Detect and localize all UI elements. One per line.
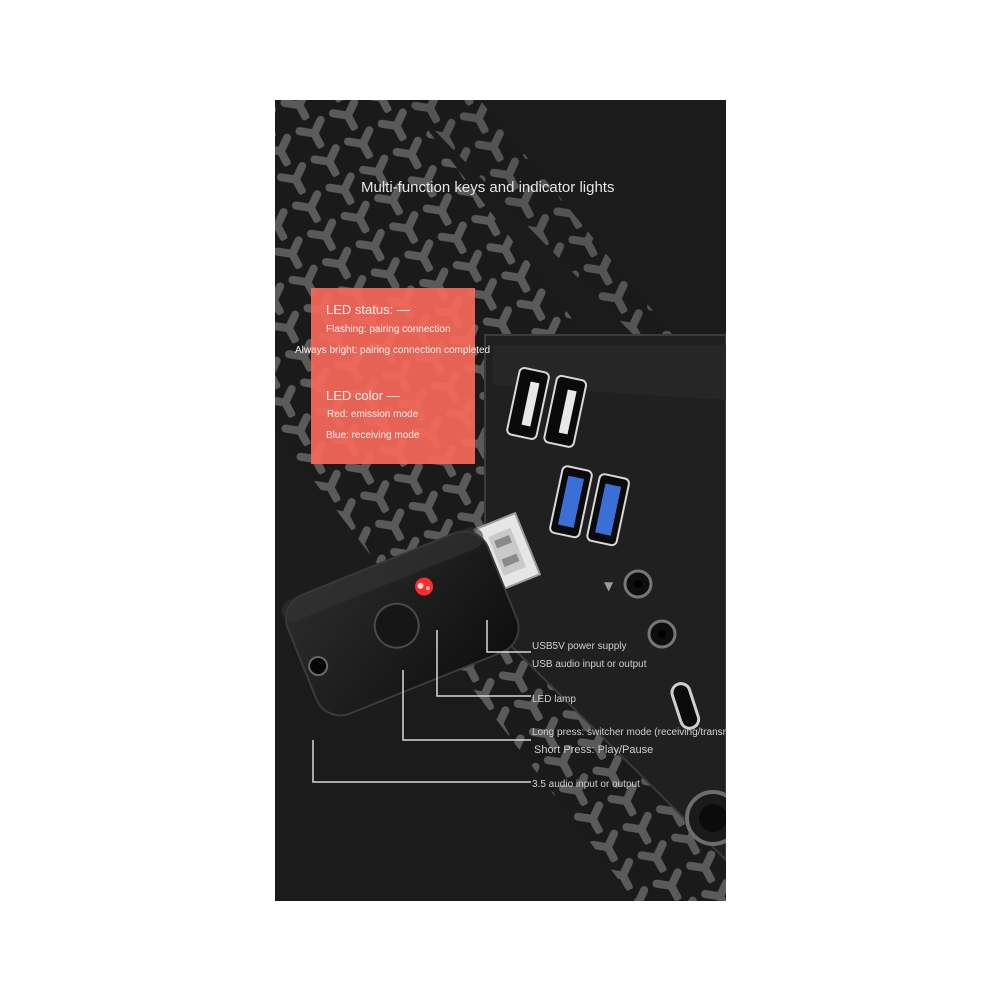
annotation-short-press: Short Press: Play/Pause xyxy=(534,744,654,756)
annotation-usb-power: USB5V power supply xyxy=(532,641,627,652)
power-button xyxy=(685,790,726,846)
usb2-ports xyxy=(506,367,588,448)
led-info-box xyxy=(311,288,475,464)
svg-text:▼: ▼ xyxy=(604,579,614,593)
annotation-led-lamp: LED lamp xyxy=(532,694,576,705)
led-status-flashing: Flashing: pairing connection xyxy=(326,324,451,335)
usb3-ports xyxy=(549,465,630,547)
annotation-usb-audio: USB audio input or output xyxy=(532,659,647,670)
product-scene: ▼ xyxy=(275,100,726,901)
callout-lines xyxy=(312,620,531,783)
usb-c-port xyxy=(670,682,701,730)
led-color-title: LED color — xyxy=(326,388,400,403)
led-status-bright: Always bright: pairing connection comple… xyxy=(295,345,491,356)
product-photo-panel: ▼ xyxy=(275,100,726,901)
usb-dongle xyxy=(281,511,542,717)
annotation-long-press: Long press: switcher mode (receiving/tra… xyxy=(532,727,726,738)
led-status-title: LED status: — xyxy=(326,302,410,317)
panel-audio-jacks: ▼ xyxy=(604,569,677,649)
annotation-audio-jack: 3.5 audio input or output xyxy=(532,779,640,790)
led-color-blue: Blue: receiving mode xyxy=(326,430,420,441)
heading: Multi-function keys and indicator lights xyxy=(361,179,615,196)
led-color-red: Red: emission mode xyxy=(327,409,419,420)
